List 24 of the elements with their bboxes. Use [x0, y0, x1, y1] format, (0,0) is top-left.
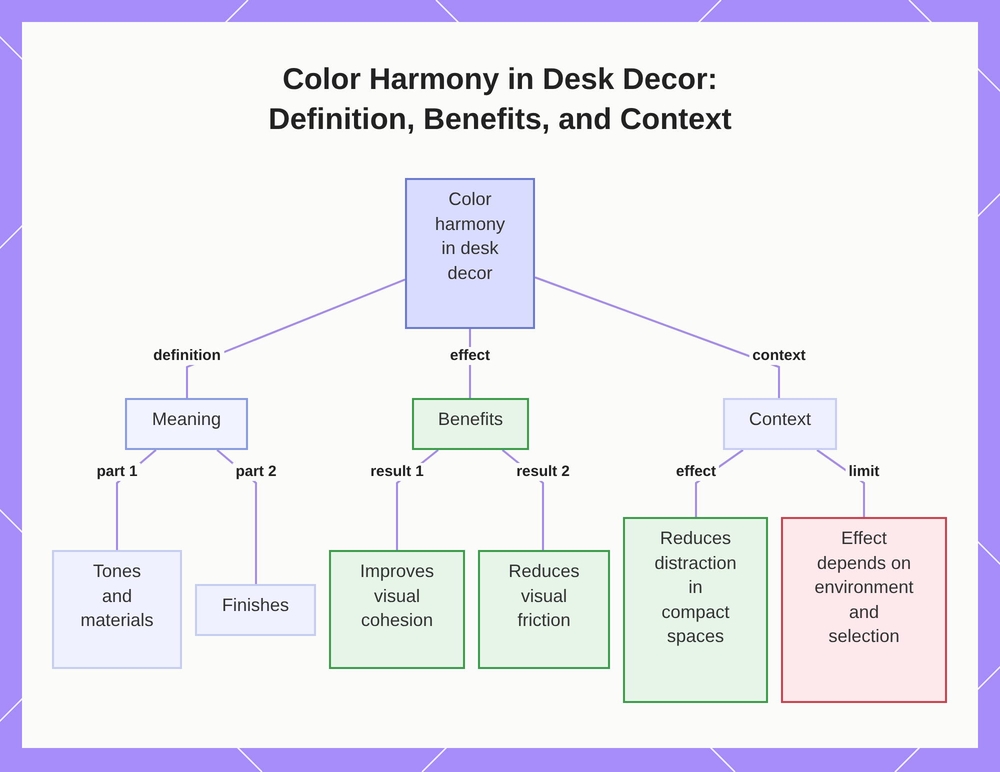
topic-box: [781, 517, 947, 703]
connector-line: [534, 276, 780, 398]
connector-line: [186, 278, 406, 398]
box-label: Benefits: [438, 408, 504, 431]
topic-box: [52, 550, 182, 669]
box-label: Effect depends on environment and selection: [813, 527, 915, 648]
topic-box: [405, 178, 535, 329]
topic-box: [412, 398, 529, 450]
topic-box: [329, 550, 465, 669]
box-label: Reduces distraction in compact spaces: [653, 527, 738, 648]
topic-box: [723, 398, 837, 450]
topic-box: [623, 517, 768, 703]
edge-label: limit: [846, 463, 882, 481]
box-label: Finishes: [222, 594, 290, 617]
topic-box: [195, 584, 316, 636]
box-label: Color harmony in desk decor: [434, 188, 506, 284]
box-label: Meaning: [152, 408, 222, 431]
diagram-title: Color Harmony in Desk Decor: Definition, Benefits, and Context: [267, 62, 733, 138]
box-label: Tones and materials: [79, 560, 155, 632]
topic-box: [478, 550, 610, 669]
box-label: Improves visual cohesion: [358, 560, 436, 632]
box-label: Reduces visual friction: [507, 560, 581, 632]
topic-box: [125, 398, 248, 450]
box-label: Context: [748, 408, 812, 431]
